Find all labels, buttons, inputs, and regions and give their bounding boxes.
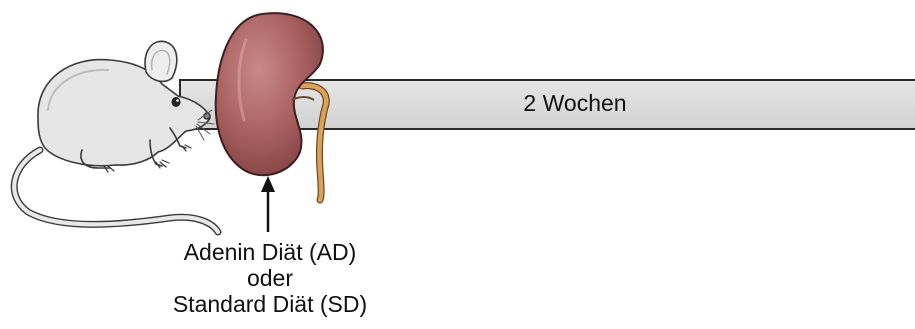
diet-label-line-1: Adenin Diät (AD) [150, 240, 390, 264]
timeline-duration-label: 2 Wochen [470, 90, 680, 117]
arrow-up-icon [261, 176, 275, 232]
diet-label-line-2: oder [150, 266, 390, 290]
diet-label-line-3: Standard Diät (SD) [150, 292, 390, 316]
mouse-icon [14, 41, 218, 232]
